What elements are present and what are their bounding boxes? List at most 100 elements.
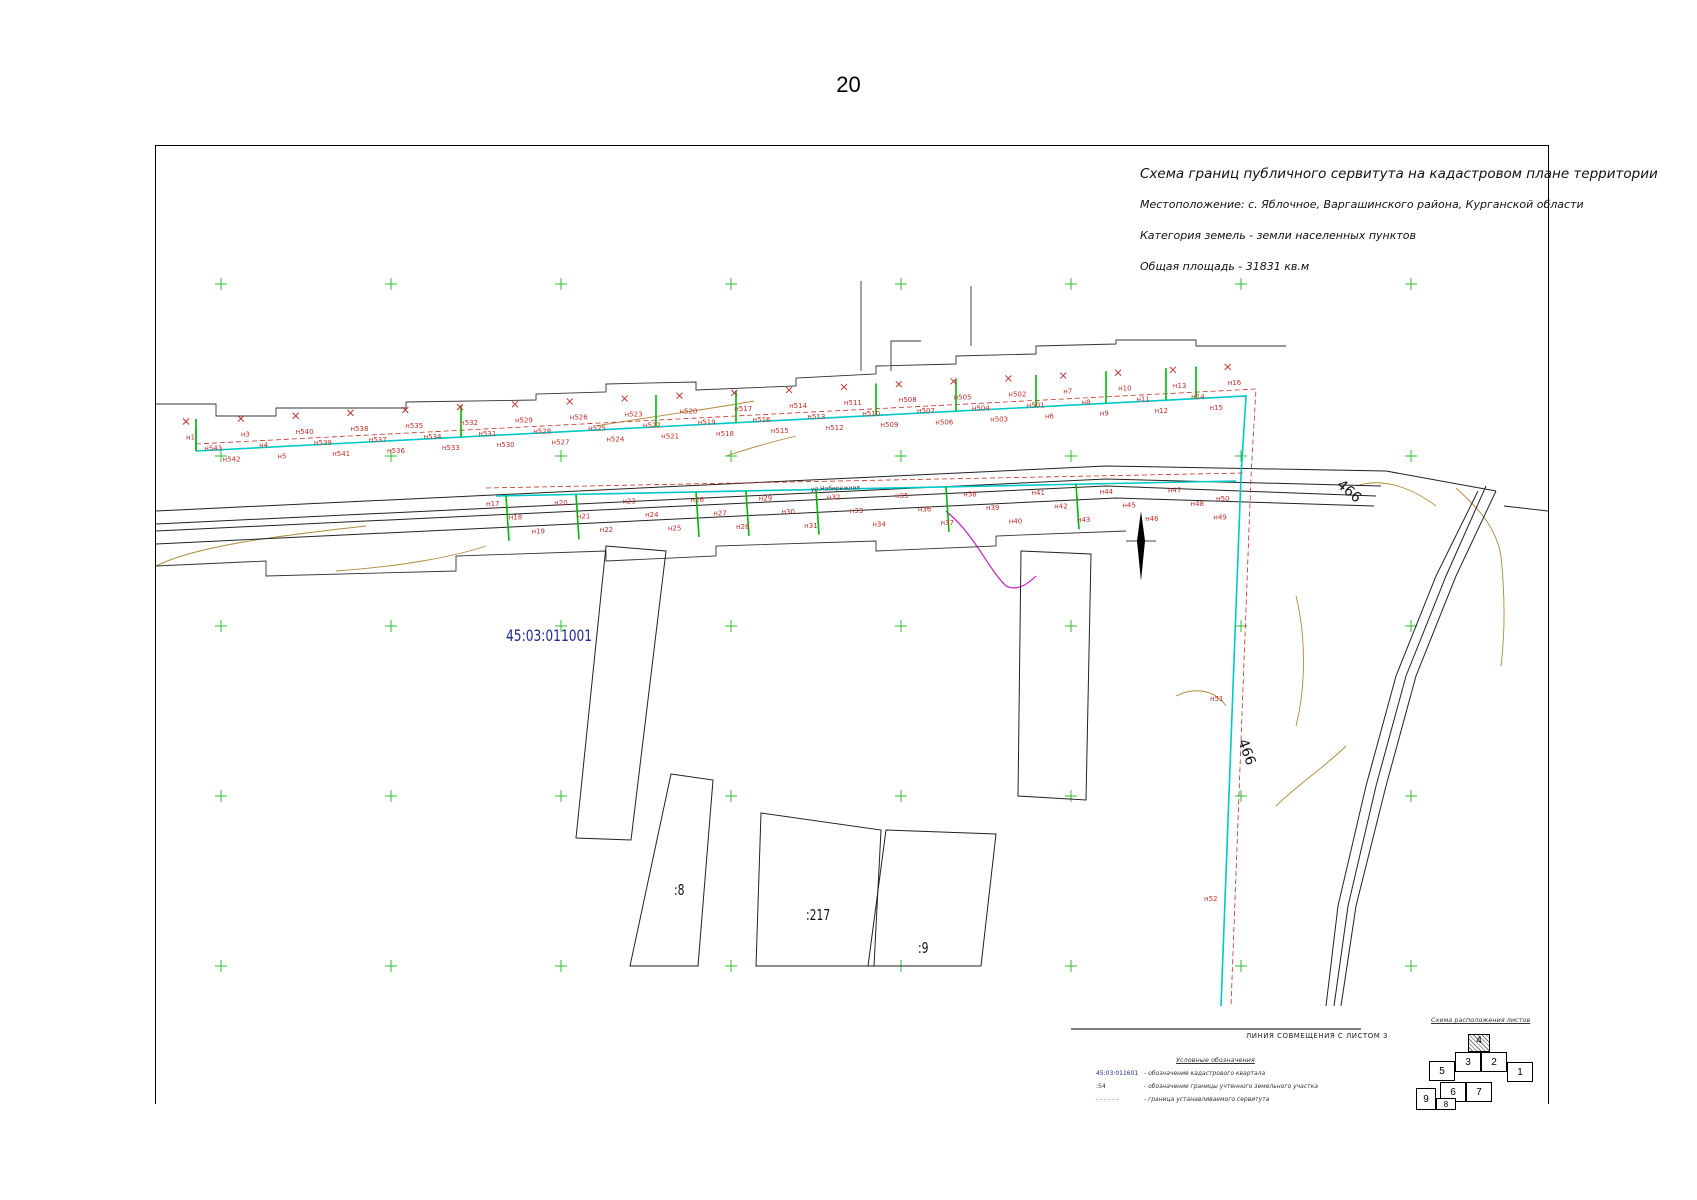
roads: [155, 465, 1549, 1007]
plot-number-9: :9: [918, 939, 929, 957]
cross-section-south: [745, 490, 750, 536]
boundary-point-label: н3: [241, 431, 250, 439]
boundary-point-label: н20: [554, 499, 567, 507]
boundary-point-label: н523: [625, 411, 643, 419]
boundary-point-label: н530: [497, 441, 515, 449]
cross-sections: [195, 366, 1197, 541]
grid-cross: [385, 278, 397, 290]
cross-section-south: [815, 489, 820, 535]
boundary-point-label: н14: [1191, 393, 1205, 401]
boundary-point-label: н16: [1228, 379, 1242, 387]
cadastral-map: ул.Набережная 466 466 н1н543н542н3н4н5н5…: [155, 278, 1549, 1030]
south-buildings: [155, 530, 1127, 577]
boundary-point-label: н519: [698, 419, 716, 427]
grid-cross: [1405, 960, 1417, 972]
grid-cross: [385, 960, 397, 972]
point-marker: [730, 389, 738, 397]
grid-cross: [895, 790, 907, 802]
boundary-point-label: н522: [643, 422, 661, 430]
boundary-point-label: н27: [713, 510, 726, 518]
boundary-point-label: н511: [844, 399, 862, 407]
grid-cross: [1405, 450, 1417, 462]
boundary-point-label: н46: [1145, 515, 1159, 523]
boundary-point-label: н501: [1027, 401, 1045, 409]
grid-cross: [895, 278, 907, 290]
point-marker: [1114, 369, 1122, 377]
boundary-point-label: н541: [332, 450, 350, 458]
location-text: Местоположение: с. Яблочное, Варгашинско…: [1140, 198, 1584, 211]
boundary-point-label: н510: [862, 410, 880, 418]
grid-cross: [1065, 278, 1077, 290]
boundary-point-label: н512: [826, 424, 844, 432]
point-marker: [401, 406, 409, 414]
servitude-dashed: [195, 388, 1257, 1007]
boundary-point-label: н35: [895, 492, 908, 500]
boundary-point-label: н4: [259, 442, 269, 450]
grid-cross: [725, 620, 737, 632]
boundary-point-label: н542: [223, 456, 241, 464]
boundary-point-label: н39: [986, 504, 999, 512]
grid-cross: [1065, 790, 1077, 802]
boundary-point-label: н47: [1168, 486, 1181, 494]
sheet-cell-4: 4: [1468, 1034, 1490, 1052]
grid-cross: [1235, 278, 1247, 290]
boundary-point-label: н507: [917, 407, 935, 415]
boundary-point-label: н19: [531, 527, 544, 535]
cross-section-south: [1075, 484, 1080, 530]
boundary-point-label: н49: [1213, 513, 1226, 521]
point-marker: [1059, 372, 1067, 379]
title-block: Схема границ публичного сервитута на кад…: [1140, 166, 1658, 291]
grid-cross: [555, 278, 567, 290]
boundary-point-label: н15: [1209, 404, 1222, 412]
grid-cross: [385, 790, 397, 802]
point-marker: [1224, 363, 1232, 371]
grid-cross: [215, 450, 227, 462]
cross-section-south: [505, 495, 510, 541]
plot-number-8: :8: [674, 881, 685, 899]
coordinate-grid-marks: [215, 278, 1417, 972]
boundary-point-label: н10: [1118, 385, 1131, 393]
legend-desc: - обозначение границы учтенного земельно…: [1144, 1083, 1318, 1090]
sheet-cell-2: 2: [1481, 1052, 1507, 1072]
point-marker: [676, 392, 683, 400]
boundary-point-label: н509: [880, 421, 898, 429]
boundary-point-label: н24: [645, 511, 659, 519]
grid-cross: [1065, 450, 1077, 462]
north-buildings: [156, 281, 1286, 417]
plot-number-217: :217: [806, 906, 831, 924]
cross-section-south: [945, 486, 950, 532]
grid-cross: [215, 960, 227, 972]
boundary-point-label: н528: [533, 427, 551, 435]
boundary-point-label: н515: [771, 427, 789, 435]
boundary-point-label: н520: [679, 408, 697, 416]
boundary-point-label: н7: [1063, 388, 1072, 396]
boundary-point-label: н48: [1191, 500, 1204, 508]
point-marker: [237, 415, 245, 423]
grid-cross: [215, 790, 227, 802]
boundary-point-label: н41: [1031, 489, 1044, 497]
boundary-point-label: н23: [622, 497, 635, 505]
boundary-point-label: н36: [918, 505, 932, 513]
grid-cross: [385, 450, 397, 462]
point-marker: [1005, 375, 1012, 382]
boundary-point-label: н527: [552, 438, 570, 446]
boundary-point-label: н518: [716, 430, 734, 438]
boundary-point-label: н30: [781, 508, 794, 516]
boundary-point-label: н40: [1009, 518, 1022, 526]
point-marker: [840, 383, 848, 391]
merge-line-label: ЛИНИЯ СОВМЕЩЕНИЯ С ЛИСТОМ 3: [1246, 1032, 1388, 1040]
boundary-point-label: н508: [899, 396, 917, 404]
sheet-cell-3: 3: [1455, 1052, 1481, 1072]
road-marker-466-side: 466: [1234, 737, 1258, 768]
boundary-point-markers: [182, 363, 1232, 425]
boundary-point-label: н25: [668, 525, 681, 533]
boundary-point-label: н531: [478, 430, 496, 438]
boundary-point-label: н6: [1045, 413, 1055, 421]
map-title: Схема границ публичного сервитута на кад…: [1140, 166, 1658, 182]
boundary-point-label: н526: [570, 413, 588, 421]
boundary-point-label: н17: [486, 500, 499, 508]
point-marker: [950, 377, 957, 385]
point-marker: [621, 395, 628, 402]
boundary-point-label: н11: [1136, 396, 1149, 404]
grid-cross: [895, 620, 907, 632]
